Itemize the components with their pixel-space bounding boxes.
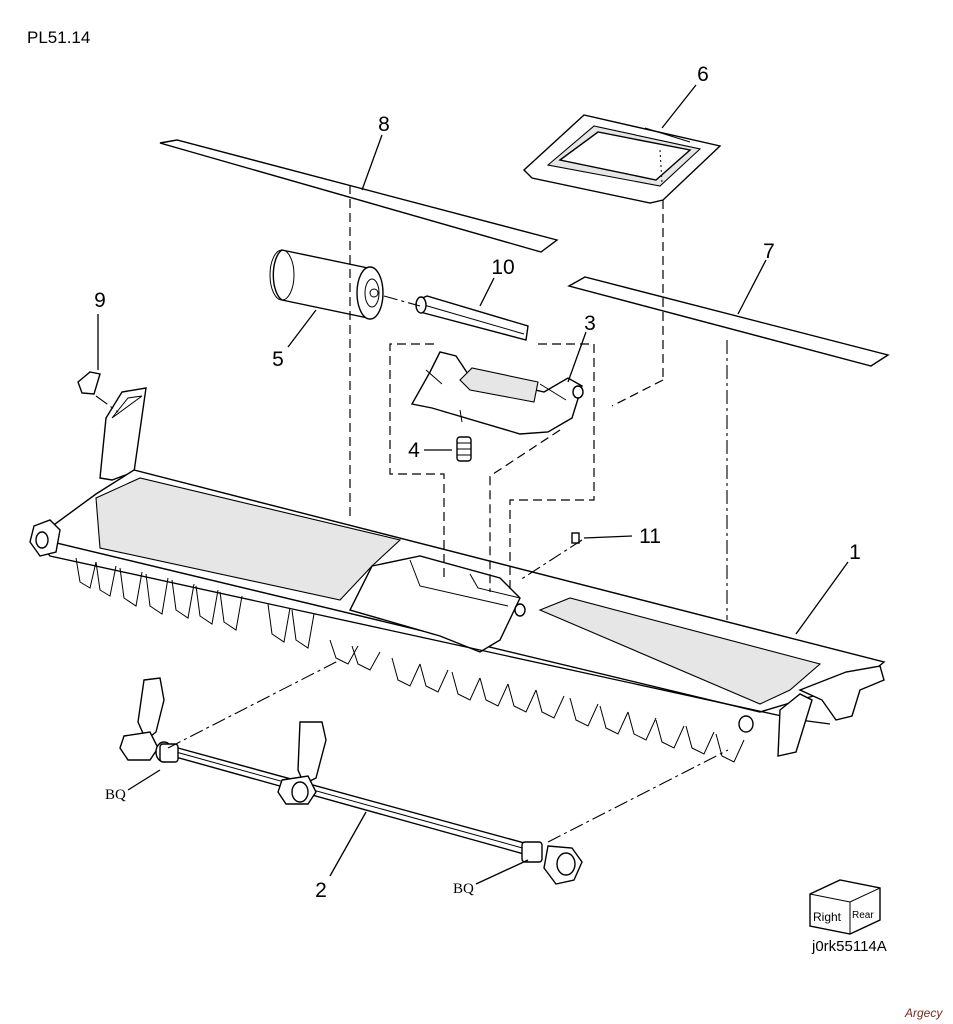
part-1-guide-assembly bbox=[29, 387, 886, 763]
bq-label-right: BQ bbox=[453, 881, 474, 897]
callouts: 8 6 7 10 9 5 3 4 11 1 2 BQ BQ bbox=[94, 63, 861, 902]
drawing-code: j0rk55114A bbox=[812, 938, 887, 955]
callout-4: 4 bbox=[408, 439, 420, 462]
part-4-spring bbox=[456, 436, 472, 462]
part-5-roller bbox=[269, 249, 384, 320]
part-11-label bbox=[571, 532, 580, 544]
callout-3: 3 bbox=[584, 312, 596, 335]
assembly-lines bbox=[95, 185, 729, 843]
part-10-shaft bbox=[415, 295, 529, 341]
callout-5: 5 bbox=[272, 348, 284, 371]
part-2-roller-shaft bbox=[119, 677, 583, 885]
part-3-holder bbox=[410, 351, 584, 435]
callout-6: 6 bbox=[697, 63, 709, 86]
part-8-strip bbox=[159, 139, 559, 253]
orientation-cube: Right Rear bbox=[809, 879, 881, 935]
leader-lines bbox=[97, 84, 849, 885]
callout-2: 2 bbox=[315, 879, 327, 902]
bq-label-left: BQ bbox=[105, 787, 126, 803]
part-9-label bbox=[77, 371, 101, 395]
callout-1: 1 bbox=[849, 541, 861, 564]
watermark: Argecy bbox=[905, 1006, 943, 1020]
callout-9: 9 bbox=[94, 289, 106, 312]
orientation-front-label: Right bbox=[813, 910, 842, 924]
callout-7: 7 bbox=[763, 240, 775, 263]
callout-8: 8 bbox=[378, 113, 390, 136]
part-7-strip bbox=[567, 276, 890, 367]
callout-11: 11 bbox=[639, 525, 661, 548]
orientation-side-label: Rear bbox=[852, 910, 874, 921]
callout-10: 10 bbox=[491, 256, 514, 279]
plate-id: PL51.14 bbox=[27, 28, 91, 47]
part-6-frame bbox=[522, 114, 722, 204]
